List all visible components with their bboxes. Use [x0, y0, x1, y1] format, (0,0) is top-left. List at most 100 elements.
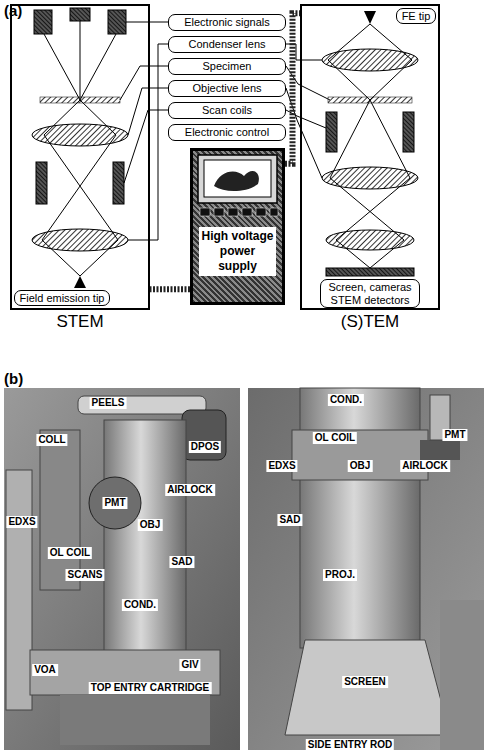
label-text: Field emission tip: [20, 292, 105, 305]
monitor-symbol: [198, 155, 277, 203]
label-text: Objective lens: [192, 82, 261, 95]
label-box: Electronic signals: [168, 14, 286, 31]
photo-part: [292, 430, 428, 480]
monitor-symbol: [200, 208, 210, 216]
part-label: DPOS: [189, 441, 221, 453]
lens-symbol: [326, 230, 414, 250]
monitor-symbol: [256, 208, 266, 216]
label-box: Scan coils: [168, 102, 286, 119]
photo-part: [440, 600, 484, 750]
part-label: SIDE ENTRY ROD: [306, 739, 394, 751]
stem-column-optics: [80, 21, 81, 100]
label-box: Objective lens: [168, 80, 286, 97]
detector-symbol: [108, 10, 126, 34]
label-box: Screen, cameras STEM detectors: [320, 279, 420, 308]
scan-coil-symbol: [36, 162, 47, 204]
label-text: Screen, cameras STEM detectors: [323, 281, 417, 307]
monitor-symbol: [242, 208, 252, 216]
part-label: AIRLOCK: [400, 460, 450, 472]
leader-line: [120, 66, 168, 100]
part-label: EDXS: [266, 460, 297, 472]
label-text: Electronic signals: [184, 16, 270, 29]
tem-column-optics: [328, 24, 404, 268]
photo-part: [300, 388, 420, 648]
label-box: FE tip: [396, 8, 436, 24]
leader-line: [286, 44, 322, 60]
control-knob: [200, 208, 278, 216]
photo-tem-instrument: [248, 388, 484, 750]
microscope-column-frame: STEMField emission tip: [10, 4, 150, 310]
part-label: VOA: [32, 664, 58, 676]
part-label: PMT: [442, 429, 467, 441]
power-supply-unit: High voltage power supply: [190, 148, 285, 305]
label-text: Electronic control: [185, 126, 269, 139]
lens-symbol: [322, 167, 418, 189]
power-cable: [150, 286, 190, 292]
part-label: TOP ENTRY CARTRIDGE: [89, 682, 212, 694]
part-label: EDXS: [6, 516, 37, 528]
part-label: PROJ.: [323, 569, 357, 581]
leader-line: [286, 110, 326, 128]
photo-part: [60, 695, 210, 745]
label-text: Specimen: [203, 60, 252, 73]
photo-background: [248, 388, 484, 750]
stem-column-optics: [32, 8, 128, 288]
photo-part: [30, 650, 220, 695]
part-label: OL COIL: [48, 547, 92, 559]
specimen-symbol: [40, 97, 120, 103]
part-label: COND.: [122, 599, 158, 611]
leader-line: [126, 22, 168, 23]
screen-symbol: [326, 268, 414, 276]
beam-ray: [42, 21, 118, 276]
leader-line: [128, 44, 168, 240]
monitor-symbol: [228, 208, 238, 216]
label-box: Field emission tip: [14, 290, 110, 306]
lens-symbol: [322, 49, 418, 71]
part-label: SAD: [277, 514, 302, 526]
beam-ray: [328, 24, 412, 268]
part-label: OBJ: [138, 519, 163, 531]
label-text: Condenser lens: [188, 38, 265, 51]
label-box: Electronic control: [168, 124, 286, 141]
emitter-tip-symbol: [74, 276, 86, 288]
panel-letter: (b): [4, 370, 23, 388]
panel-letter: (a): [4, 2, 22, 20]
monitor-symbol: [270, 208, 278, 216]
column-heading: STEM: [12, 312, 148, 332]
label-text: Scan coils: [202, 104, 252, 117]
monitor-image: [214, 171, 259, 191]
part-label: SCREEN: [342, 676, 388, 688]
lens-symbol: [32, 124, 128, 146]
part-label: COND.: [328, 394, 364, 406]
photo-background: [4, 388, 240, 750]
part-label: COLL: [36, 434, 67, 446]
monitor-symbol: [214, 208, 224, 216]
tem-column-optics: [322, 11, 418, 276]
photo-part: [89, 477, 141, 529]
part-label: SAD: [169, 556, 194, 568]
photo-part: [182, 410, 226, 460]
power-cable: [285, 13, 300, 164]
specimen-symbol: [328, 97, 412, 103]
scan-coil-symbol: [403, 112, 414, 152]
scan-coil-symbol: [113, 162, 124, 204]
label-text: High voltage power supply: [199, 227, 276, 276]
part-label: OBJ: [348, 460, 373, 472]
photo-part: [40, 430, 80, 590]
part-label: SCANS: [65, 569, 104, 581]
leader-line: [286, 66, 330, 100]
leader-line: [124, 110, 168, 183]
tem-column-optics: [336, 24, 412, 268]
monitor-screen: [204, 160, 271, 197]
monitor-symbol: [198, 155, 278, 216]
label-box: Condenser lens: [168, 36, 286, 53]
part-label: PEELS: [90, 397, 127, 409]
photo-part: [6, 470, 32, 710]
stem-column-optics: [44, 34, 118, 276]
scan-coil-symbol: [326, 112, 337, 152]
microscope-column-frame: (S)TEMFE tipScreen, cameras STEM detecto…: [300, 4, 440, 310]
part-label: PMT: [102, 497, 127, 509]
column-heading: (S)TEM: [302, 312, 438, 332]
